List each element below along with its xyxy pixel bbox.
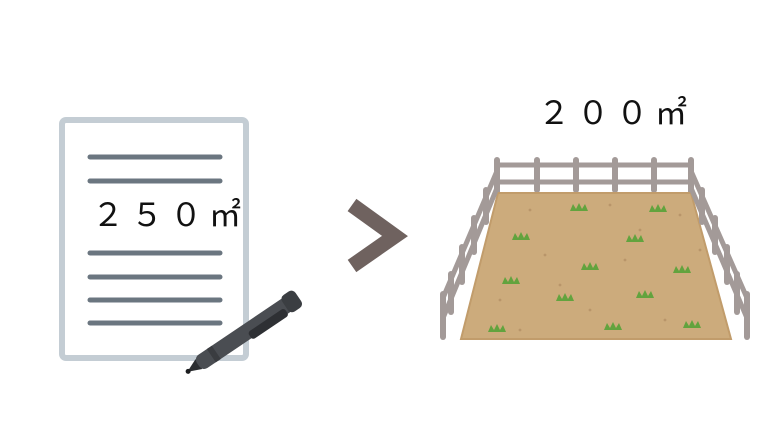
document-text-lines <box>87 154 223 326</box>
pen-icon <box>185 290 303 374</box>
field-area-value: ２００㎡ <box>538 94 694 132</box>
greater-than-icon <box>347 198 408 273</box>
document-area-value: ２５０㎡ <box>92 196 248 234</box>
fenced-field-icon <box>440 157 750 340</box>
grass-tufts <box>488 203 701 332</box>
document-icon: ２５０㎡ <box>59 117 249 361</box>
